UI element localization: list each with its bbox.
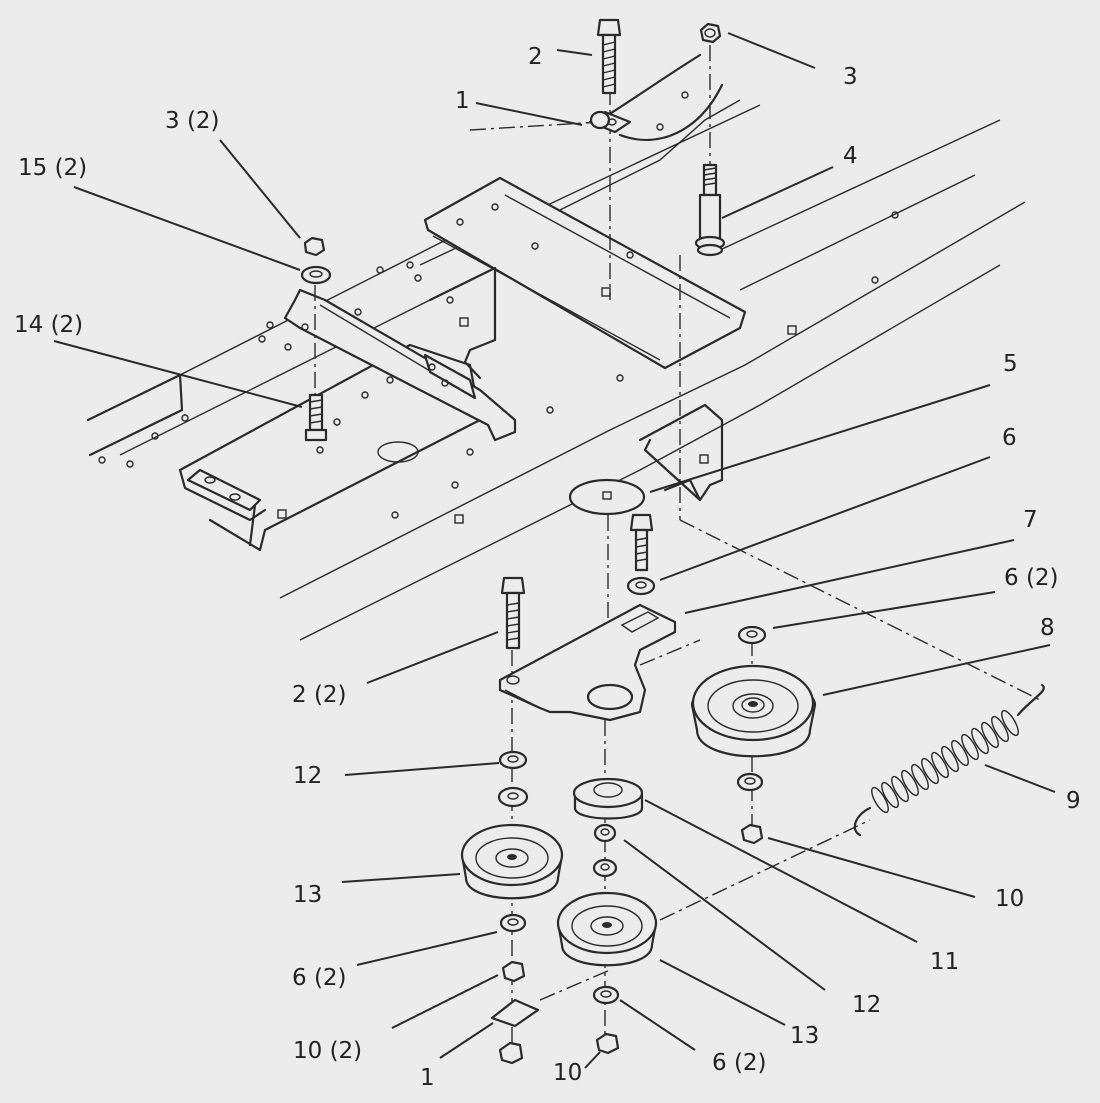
pivot-shaft	[694, 163, 726, 257]
callout-1-top: 1	[455, 88, 470, 114]
callout-8: 8	[1040, 615, 1055, 641]
bolt-left	[304, 393, 328, 442]
callout-7: 7	[1023, 507, 1038, 533]
callout-12-right: 12	[852, 992, 881, 1018]
callout-10-right: 10	[995, 886, 1024, 912]
idler-arm	[498, 603, 677, 722]
callout-5: 5	[1003, 351, 1018, 377]
callout-10-2: 10 (2)	[293, 1038, 362, 1064]
spacer-plate	[568, 478, 646, 516]
cable-clip-top	[588, 110, 632, 134]
leader-lines	[53, 32, 1056, 1069]
callout-13-right: 13	[790, 1023, 819, 1049]
nut-and-washer-left	[300, 236, 332, 285]
v-idler-pulley-left	[460, 823, 564, 900]
callout-6-2-bottom: 6 (2)	[712, 1050, 767, 1076]
callout-labels: 1 2 3 3 (2) 15 (2) 4 14 (2) 5 6 7 6 (2) …	[14, 44, 1081, 1091]
callout-13-left: 13	[293, 882, 322, 908]
bolt-idler	[500, 576, 526, 650]
callout-14-2: 14 (2)	[14, 312, 83, 338]
callout-6: 6	[1002, 425, 1017, 451]
pivot-bushing	[572, 777, 644, 820]
mower-frame	[86, 53, 1026, 641]
extension-spring	[853, 683, 1045, 837]
callout-6-2-left: 6 (2)	[292, 965, 347, 991]
callout-2-top: 2	[528, 44, 543, 70]
callout-1-bottom: 1	[420, 1065, 435, 1091]
callout-10-bottom: 10	[553, 1060, 582, 1086]
nut-top	[699, 22, 722, 44]
spacers-left	[497, 750, 529, 808]
hardware-lower-middle	[592, 985, 620, 1055]
callout-4: 4	[843, 143, 858, 169]
callout-3-top: 3	[843, 64, 858, 90]
callout-15-2: 15 (2)	[18, 155, 87, 181]
flat-idler-pulley	[690, 664, 817, 758]
bolt-top	[596, 18, 622, 95]
hardware-lower-left	[490, 913, 540, 1065]
callout-2-2: 2 (2)	[292, 682, 347, 708]
callout-12-left: 12	[293, 763, 322, 789]
bolt-and-washer-idler	[626, 513, 656, 596]
callout-3-2: 3 (2)	[165, 108, 220, 134]
washer-right-top	[737, 625, 767, 645]
v-idler-pulley-middle	[556, 891, 658, 967]
callout-6-2-top: 6 (2)	[1004, 565, 1059, 591]
callout-9: 9	[1066, 788, 1081, 814]
callout-11: 11	[930, 949, 959, 975]
spacers-middle	[592, 823, 618, 878]
washer-and-nut-right	[736, 772, 764, 845]
